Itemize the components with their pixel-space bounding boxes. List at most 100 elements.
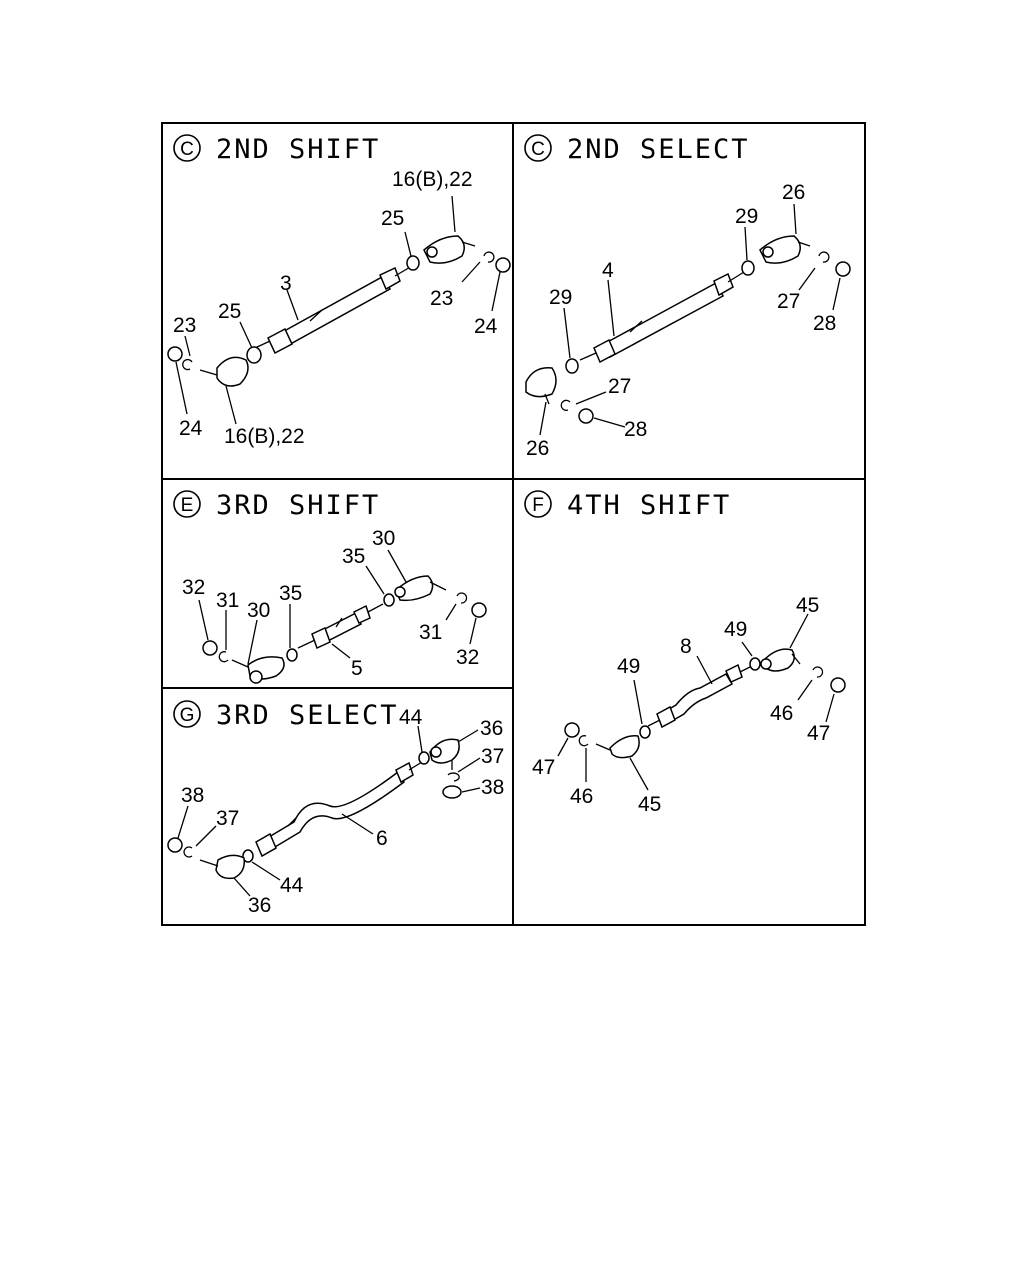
callout-label: 16(B),22 — [392, 168, 473, 191]
rod-body — [662, 673, 734, 724]
panel-letter-circle — [173, 134, 201, 162]
rod-hex-end — [593, 338, 616, 364]
nut-32 — [471, 602, 487, 618]
callout-label: 27 — [777, 290, 800, 313]
callout-label: 47 — [532, 756, 555, 779]
nut-47 — [830, 677, 846, 693]
ball-joint-right — [423, 235, 476, 264]
ball-joint-30-left — [231, 656, 285, 684]
nut-49 — [639, 725, 651, 739]
panel-g-3rd-select: G 3RD SELECT — [167, 700, 504, 917]
panel-letter-circle — [524, 134, 552, 162]
panel-letter: C — [531, 139, 545, 160]
callout-label: 3 — [280, 272, 292, 295]
rod-4 — [579, 271, 745, 364]
panel-letter: G — [180, 705, 195, 726]
nut-35 — [286, 648, 298, 662]
rod-hex-end — [267, 327, 293, 355]
callout-label: 26 — [526, 437, 549, 460]
panel-f-4th-shift: F 4TH SHIFT — [524, 490, 846, 816]
washer-38 — [442, 785, 462, 799]
panel-letter: C — [180, 139, 194, 160]
rod-hex-end — [713, 272, 734, 297]
panel-title: 4TH SHIFT — [567, 490, 731, 521]
nut-25 — [406, 255, 420, 271]
callout-label: 45 — [638, 793, 661, 816]
callout-label: 49 — [617, 655, 640, 678]
rod-6 — [255, 761, 423, 858]
callout-label: 26 — [782, 181, 805, 204]
callout-label: 44 — [399, 706, 423, 729]
nut-29 — [565, 358, 579, 374]
callout-label: 35 — [279, 582, 302, 605]
rod-hex-end — [379, 266, 401, 291]
callout-label: 49 — [724, 618, 747, 641]
panel-letter-circle — [524, 490, 552, 518]
callout-label: 29 — [549, 286, 572, 309]
panel-title-c-select: C 2ND SELECT — [524, 134, 750, 165]
panel-c-2nd-shift: C 2ND SHIFT — [167, 134, 511, 448]
callout-label: 30 — [372, 527, 395, 550]
callout-label: 24 — [474, 315, 498, 338]
panel-title: 3RD SELECT — [216, 700, 399, 731]
panel-title: 3RD SHIFT — [216, 490, 380, 521]
callout-label: 6 — [376, 827, 388, 850]
rod-body — [600, 281, 725, 358]
panel-e-3rd-shift: E 3RD SHIFT — [173, 490, 487, 684]
callout-label: 24 — [179, 417, 203, 440]
ball-joint-36-bottom — [199, 854, 246, 880]
ball-joint-45-right — [760, 648, 801, 672]
callout-label: 36 — [248, 894, 271, 917]
rod-5 — [297, 603, 384, 650]
nut-28 — [578, 408, 594, 424]
nut-24 — [167, 346, 183, 362]
ball-joint-36-top — [429, 738, 460, 770]
panel-letter-circle — [173, 490, 201, 518]
callout-label: 37 — [481, 745, 504, 768]
nut-24 — [495, 257, 511, 273]
ball-joint-26-right — [759, 235, 811, 264]
callout-label: 25 — [381, 207, 404, 230]
nut-44 — [418, 751, 430, 765]
rod-3 — [254, 265, 413, 355]
nut-29 — [741, 260, 755, 276]
callout-label: 8 — [680, 635, 692, 658]
panel-title-f-shift: F 4TH SHIFT — [524, 490, 731, 521]
panel-c-2nd-select: C 2ND SELECT — [524, 134, 851, 460]
callout-label: 5 — [351, 657, 363, 680]
ball-joint-30-right — [394, 575, 447, 602]
panel-title-c-shift: C 2ND SHIFT — [173, 134, 380, 165]
panel-letter: F — [532, 495, 544, 516]
clip-37 — [447, 772, 460, 782]
clip-37 — [183, 846, 193, 858]
callout-label: 44 — [280, 874, 304, 897]
nut-28 — [835, 261, 851, 277]
callout-label: 27 — [608, 375, 631, 398]
callout-label: 29 — [735, 205, 758, 228]
panel-title-g-select: G 3RD SELECT — [173, 700, 399, 731]
callout-label: 32 — [456, 646, 479, 669]
callout-label: 37 — [216, 807, 239, 830]
callout-label: 28 — [813, 312, 836, 335]
callout-label: 36 — [480, 717, 503, 740]
nut-35 — [383, 593, 395, 607]
panel-title-e-shift: E 3RD SHIFT — [173, 490, 380, 521]
panel-letter-circle — [173, 700, 201, 728]
callout-label: 31 — [419, 621, 442, 644]
callout-label: 28 — [624, 418, 647, 441]
rod-body — [275, 276, 392, 348]
ball-joint-26-left — [525, 367, 557, 405]
nut-32 — [202, 640, 218, 656]
nut-47 — [564, 722, 580, 738]
callout-label: 4 — [602, 259, 614, 282]
panel-title: 2ND SELECT — [567, 134, 750, 165]
nut-38 — [167, 837, 183, 853]
callout-label: 32 — [182, 576, 205, 599]
callout-label: 16(B),22 — [224, 425, 305, 448]
panel-title: 2ND SHIFT — [216, 134, 380, 165]
clip-23 — [182, 358, 193, 371]
callout-label: 25 — [218, 300, 241, 323]
nut-44 — [242, 849, 254, 863]
callout-label: 46 — [570, 785, 593, 808]
